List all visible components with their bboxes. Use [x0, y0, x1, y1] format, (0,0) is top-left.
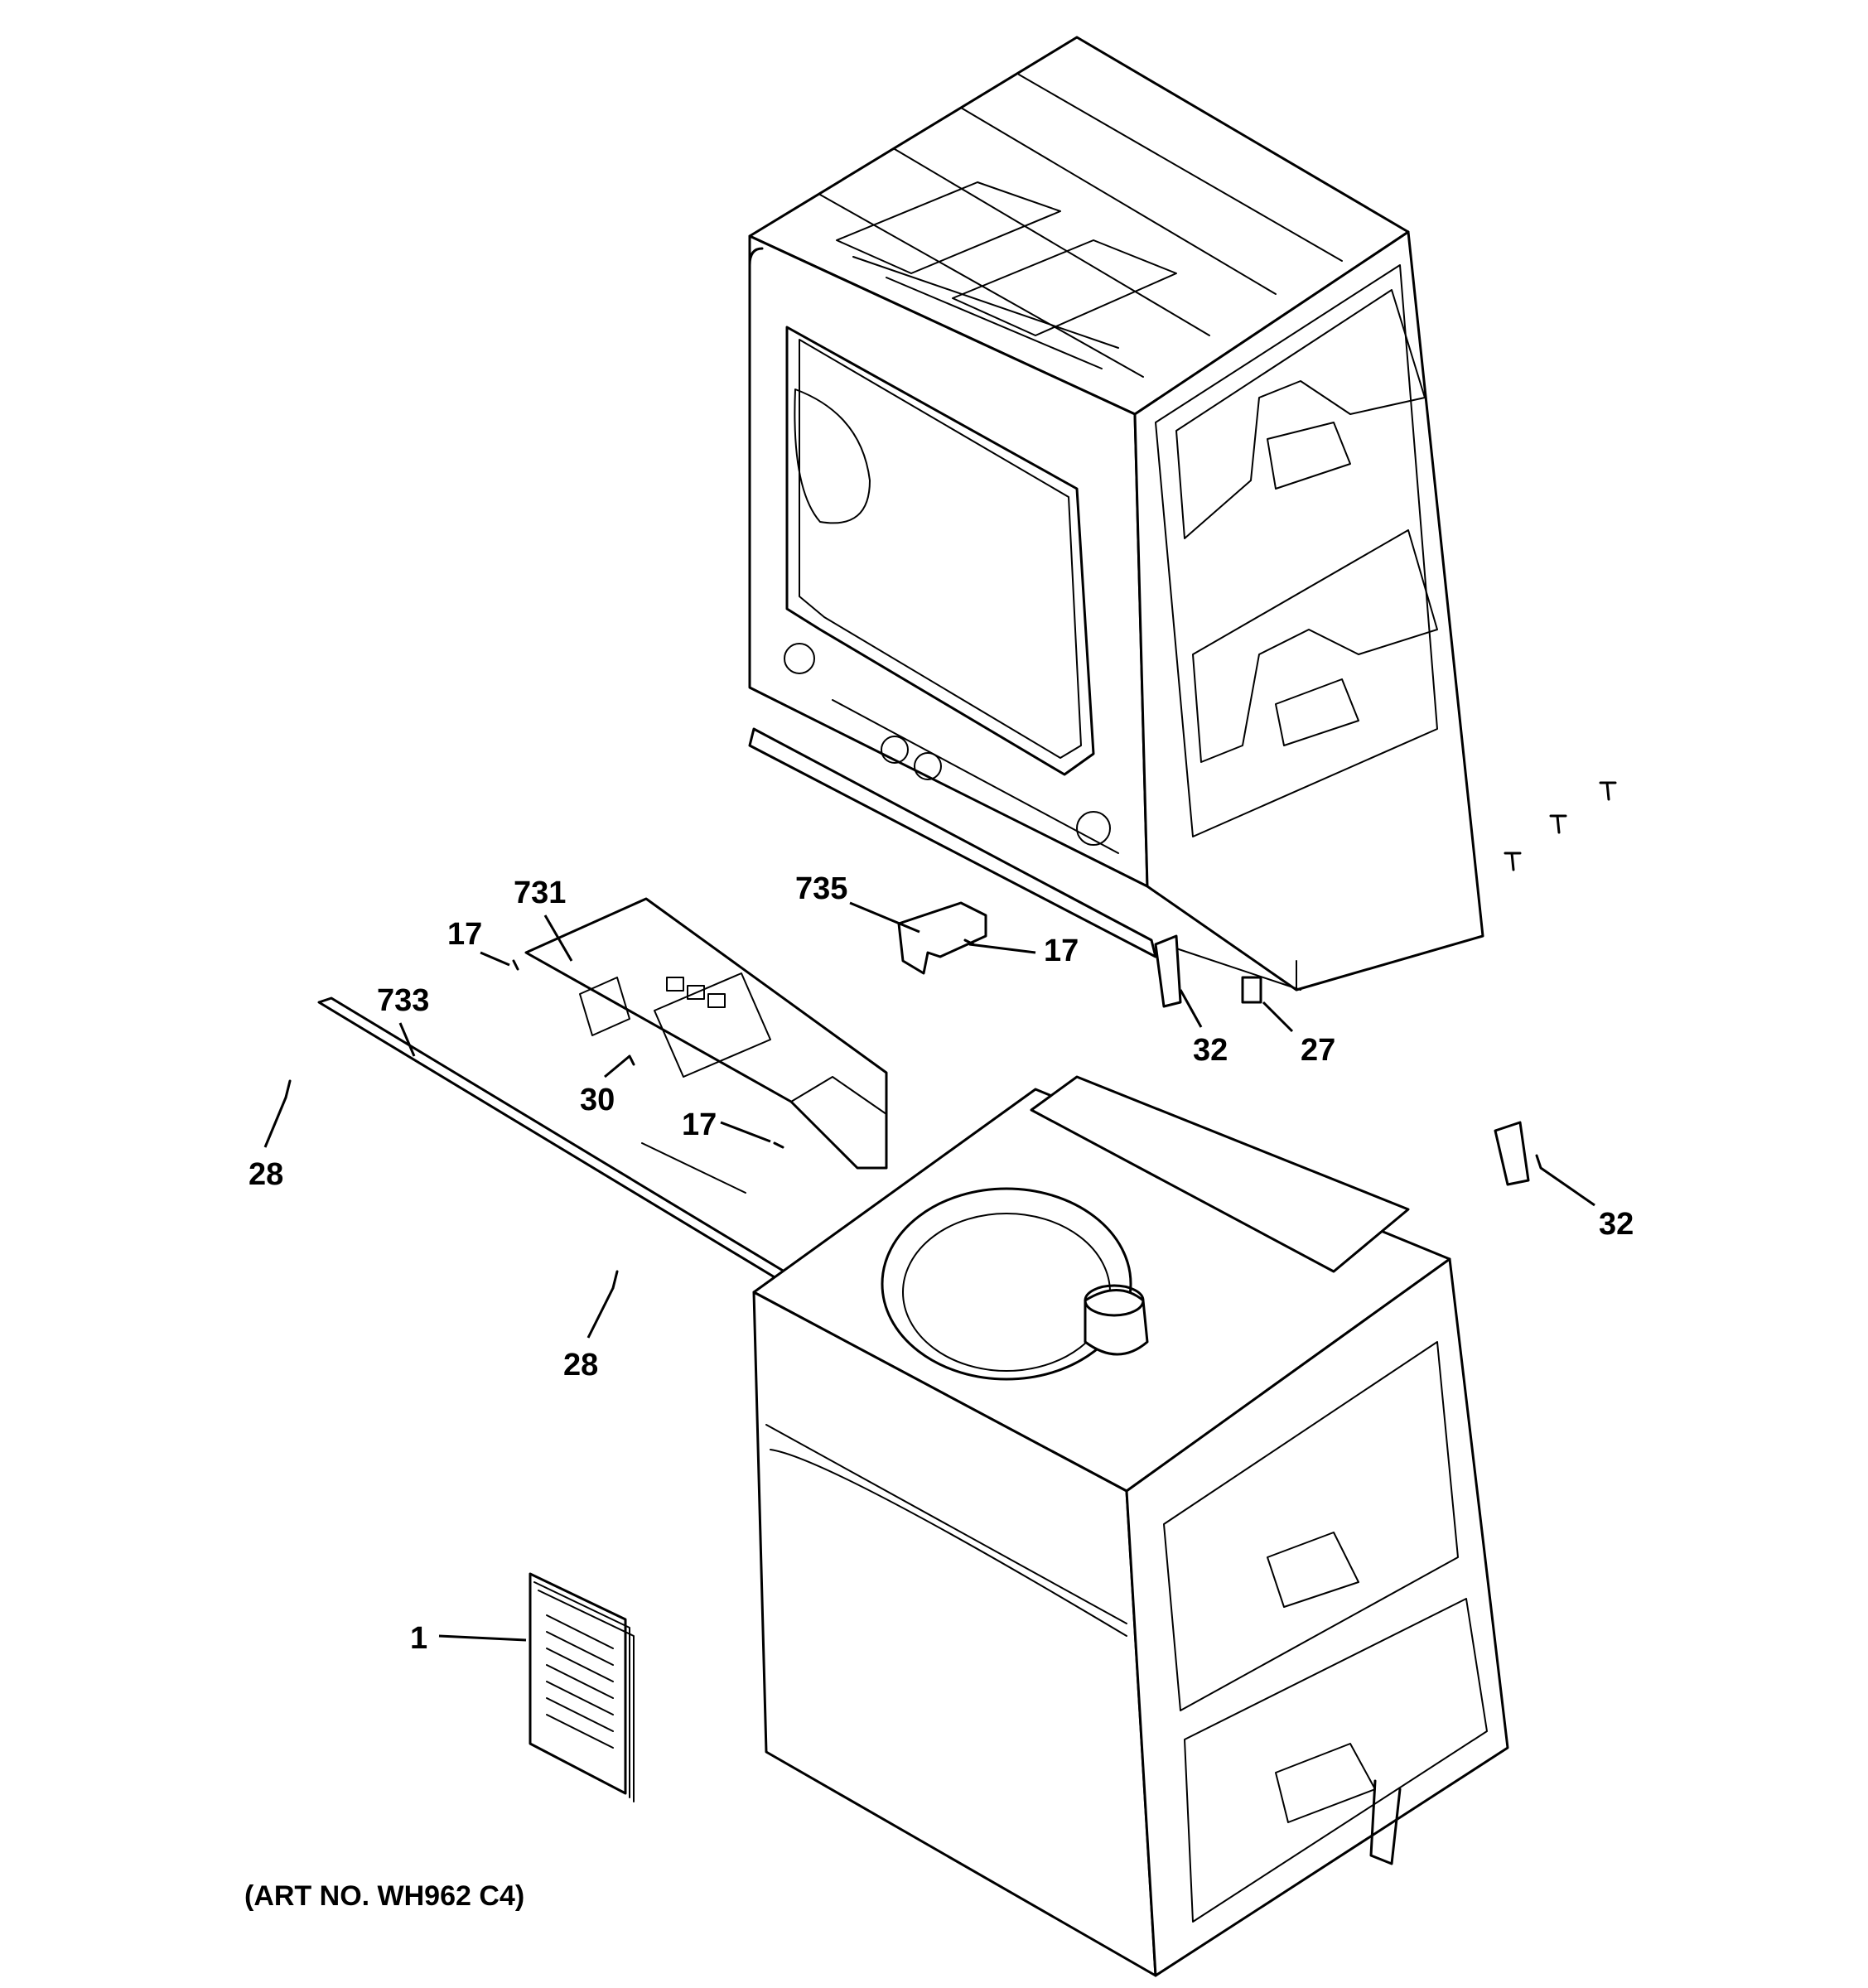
washer-unit: [752, 1075, 1509, 1977]
control-box-731: [524, 897, 888, 1170]
callout-32-right: 32: [1599, 1207, 1634, 1242]
art-number: (ART NO. WH962 C4): [244, 1880, 524, 1912]
owners-manual-1: [529, 1572, 635, 1802]
callout-28-center: 28: [563, 1348, 598, 1382]
callout-733: 733: [377, 983, 429, 1018]
callout-17-right: 17: [1044, 934, 1079, 968]
clip-27: [1241, 976, 1262, 1004]
callout-30: 30: [580, 1083, 615, 1117]
callout-17-left: 17: [447, 917, 482, 952]
callout-17-middle: 17: [682, 1107, 717, 1142]
callout-28-left: 28: [249, 1157, 283, 1192]
callout-731: 731: [514, 876, 566, 910]
dryer-unit: [748, 36, 1484, 992]
bracket-735: [897, 901, 987, 975]
loose-screws-upper: [1504, 781, 1617, 871]
callout-27: 27: [1301, 1033, 1335, 1068]
bracket-32-right: [1494, 1121, 1530, 1186]
callout-1: 1: [410, 1621, 427, 1656]
bracket-32-upper: [1154, 934, 1182, 1008]
leader-lines: [263, 901, 1595, 1642]
callout-32-upper: 32: [1193, 1033, 1228, 1068]
callout-735: 735: [795, 871, 847, 906]
